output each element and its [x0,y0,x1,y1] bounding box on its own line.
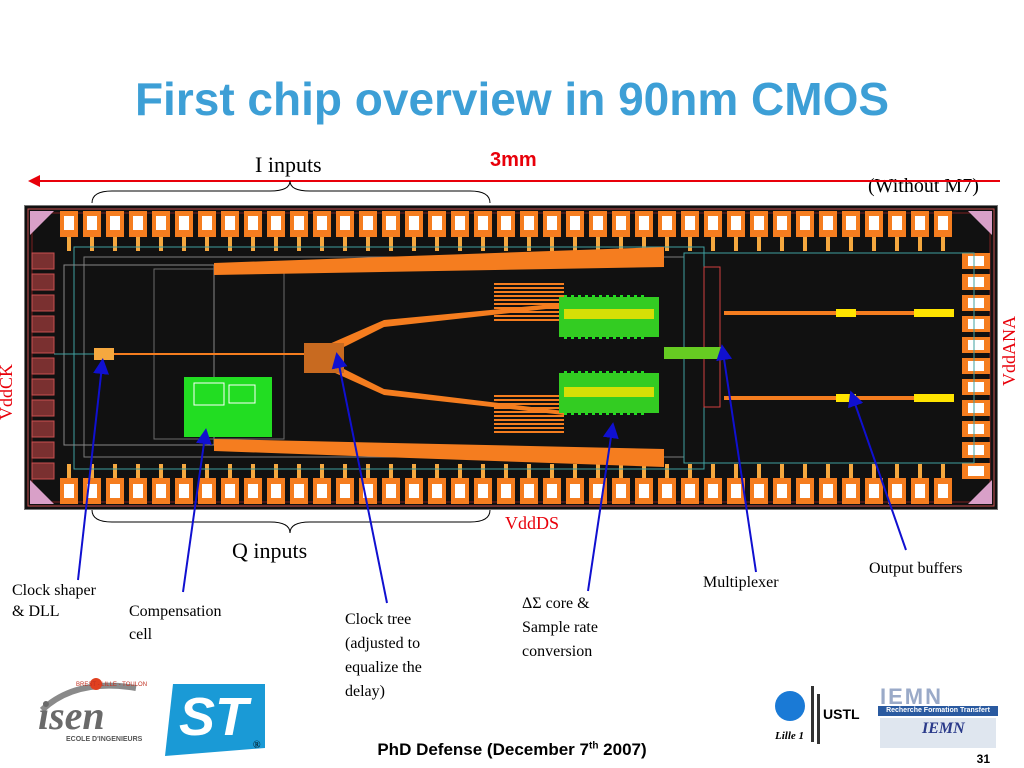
ustl-logo: USTL Lille 1 [773,684,868,750]
iemn-logo: IEMN Recherche Formation Transfert IEMN [876,684,1000,750]
ds-core-arrow [587,422,619,592]
isen-logo: BREST - LILLE - TOULON isen ECOLE D'INGE… [36,670,156,750]
clock-shaper-label: Clock shaper & DLL [12,582,96,620]
footer: PhD Defense (December 7th 2007) [377,740,647,759]
isen-logo-graphic [39,678,137,713]
chip-layout [24,205,998,510]
top-pad-row [60,211,952,251]
slide-title: First chip overview in 90nm CMOS [134,73,890,125]
ds-core-label: ΔΣ core & Sample rate conversion [522,595,598,660]
left-pad-column [31,252,55,480]
ustl-logo-graphic [775,686,820,744]
st-logo-graphic [165,684,265,756]
i-inputs-brace [91,180,491,204]
multiplexer-label: Multiplexer [703,574,779,591]
compensation-label: Compensation cell [129,603,222,643]
right-pad-column [962,253,990,479]
clock-tree-arrow [331,352,388,604]
vddds-label: VddDS [505,513,560,533]
q-inputs-brace [91,509,491,534]
page-number: 31 [976,752,990,766]
i-inputs-label: I inputs [255,152,322,177]
q-inputs-label: Q inputs [232,538,308,563]
multiplexer-arrow [716,344,757,573]
output-buffers-label: Output buffers [869,560,963,577]
width-label: 3mm [490,149,537,171]
clock-tree-label: Clock tree (adjusted to equalize the del… [345,611,422,700]
compensation-arrow [182,428,212,593]
st-logo: ST ® [165,684,265,756]
output-buffers-arrow [848,390,907,551]
clock-shaper-arrow [77,358,110,581]
dimension-arrow-head [28,175,40,187]
